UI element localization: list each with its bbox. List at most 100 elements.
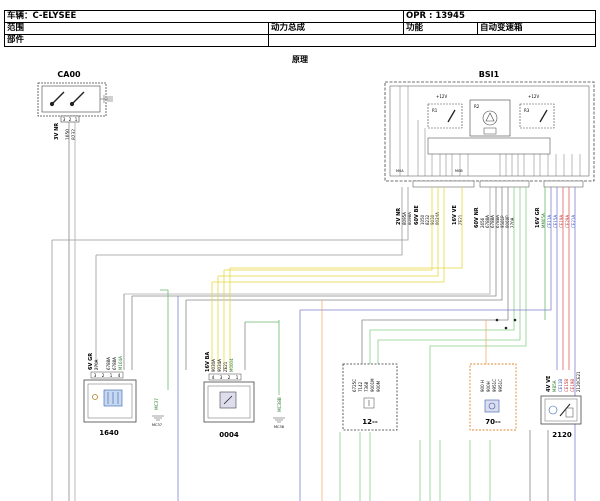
sensor-icon <box>92 389 123 407</box>
c1640-pin: 1 <box>110 373 113 378</box>
wire-label: 6788A <box>485 215 490 228</box>
display-icon <box>219 391 237 409</box>
c0004-pin: 3 <box>220 375 223 380</box>
c0004-label: 16V BA <box>205 352 211 372</box>
c0004-pin: 4 <box>212 375 215 380</box>
ground-sub: MC38 <box>274 425 284 429</box>
c1640-pin: 3 <box>94 373 97 378</box>
wire-label: 9581P <box>500 215 505 228</box>
plug-icon <box>363 397 375 409</box>
wire-label: MB5A <box>552 380 557 392</box>
wire-label: 6725C <box>352 379 357 392</box>
c0004-pin: 2 <box>228 375 231 380</box>
c70-name: 70-- <box>485 418 501 426</box>
component-70[interactable]: 900 H 900H 9951C 9951C 70-- <box>469 363 517 431</box>
wire-label: ZE21 <box>223 361 228 372</box>
wire-label: M164A <box>118 356 123 370</box>
component-2120[interactable]: 4V VE MB5A CE11B CE15B CE19B 2120CE21 21… <box>540 371 582 439</box>
wire-label: CE21A <box>571 215 576 228</box>
wire-label: 270A <box>94 359 99 370</box>
switch-icon <box>49 91 85 107</box>
relay-label: R2 <box>474 104 480 109</box>
wire-label: CE15A <box>553 215 558 228</box>
ca00-pin: 2 <box>69 117 72 122</box>
c1640-label: 6V GR <box>88 353 94 370</box>
parts-label: 部件 <box>4 34 269 47</box>
wire-label: 8232 <box>71 129 77 140</box>
wire-label: M0004 <box>229 358 234 372</box>
wire-label: 7142 <box>358 381 363 392</box>
wire-label: 6788A <box>106 357 111 370</box>
ca00-pin: 3 <box>63 117 66 122</box>
wire-label: 7368 <box>364 381 369 392</box>
wire-label: 9951C <box>492 379 497 392</box>
wire-label: 6788A <box>495 215 500 228</box>
component-ca00[interactable]: CA00 3 2 1 3V NR 1050 8232 <box>37 70 113 140</box>
connector-label: 60V NR <box>474 207 480 228</box>
wire-label: ZE21 <box>458 214 463 225</box>
relay-switch-icon <box>447 109 548 123</box>
wire-label: 1050 <box>65 129 71 140</box>
wire-label: CE11A <box>547 215 552 228</box>
wire-label: CE29A <box>565 215 570 228</box>
wiring <box>51 122 576 501</box>
ecu-icon <box>482 110 498 135</box>
c1640-pin: 4 <box>118 373 121 378</box>
wire-label: 9951C <box>498 379 503 392</box>
connector-label: 16V GR <box>535 207 541 228</box>
wire-label: 9034A <box>217 359 222 372</box>
c0004-pin: 1 <box>236 375 239 380</box>
component-bsi1[interactable]: BSI1 +12V +12V R1 R2 R3 M0A M0B <box>384 70 595 188</box>
relay-label: R1 <box>432 108 438 113</box>
wire-label: CE19B <box>570 379 575 392</box>
wire-label: 900M <box>376 380 381 392</box>
c12-name: 12-- <box>362 418 378 426</box>
wire-label: 270A <box>510 217 515 228</box>
header-table: 车辆：C-ELYSEE OPR : 13945 范围 动力总成 功能 自动变速箱… <box>4 10 597 47</box>
ground-label: MC37 <box>154 398 159 410</box>
wire-label: 1050 <box>420 214 425 225</box>
c1640-pin: 2 <box>102 373 105 378</box>
wire-label: 9030 <box>430 214 435 225</box>
parts-value <box>267 34 597 47</box>
bsi-connector-labels: 2V NR 8095A 8098A 60V BE 1050 8232 9030 … <box>396 205 576 228</box>
c0004-name: 0004 <box>219 431 239 439</box>
wire-label: 8095A <box>402 212 407 225</box>
wire-label: 9034A <box>435 212 440 225</box>
connector-label: 2V NR <box>396 208 402 225</box>
ground-sub: MC37 <box>152 423 162 427</box>
ground-mc37: MC37 MC37 <box>152 398 164 427</box>
bsi-voltage: +12V <box>528 94 539 99</box>
wire-label: 6788A <box>490 215 495 228</box>
wire-label: 9030A <box>211 359 216 372</box>
wire-label: CE11B <box>558 379 563 392</box>
bsi-ground: M0B <box>455 169 463 173</box>
wire-label: 2120CE21 <box>576 371 581 392</box>
relay-label: R3 <box>524 108 530 113</box>
connector-label: 16V VE <box>452 205 458 225</box>
wire-label: 8098A <box>407 212 412 225</box>
wire-label: 8232 <box>425 214 430 225</box>
c1640-name: 1640 <box>99 429 119 437</box>
connector-label: 60V BE <box>414 205 420 225</box>
component-0004[interactable]: 16V BA 9030A 9034A ZE21 M0004 4 3 2 1 00… <box>203 352 255 439</box>
ca00-label: 3V NR <box>54 123 60 140</box>
ground-label: MC38B <box>277 397 282 412</box>
wire-label: 9069P <box>505 215 510 228</box>
module-icon <box>484 399 500 413</box>
component-1640[interactable]: 6V GR 270A 6788A 6788A M164A 3 2 1 4 164… <box>83 353 137 437</box>
wire-label: 2656 <box>480 217 485 228</box>
ground-mc38: MC38B MC38 <box>273 397 285 429</box>
ca00-pin: 1 <box>75 117 78 122</box>
wire-label: 9001M <box>370 378 375 392</box>
ca00-name: CA00 <box>57 70 81 79</box>
bsi1-name: BSI1 <box>479 70 500 79</box>
connector-icon <box>100 95 113 103</box>
page-title: 原理 <box>292 55 308 64</box>
c2120-name: 2120 <box>552 431 572 439</box>
component-12[interactable]: 6725C 7142 7368 9001M 900M 12-- <box>342 363 398 431</box>
wire-label: 6788A <box>112 357 117 370</box>
wire-label: 900 H <box>480 380 485 392</box>
c2120-label: 4V VE <box>546 375 552 392</box>
